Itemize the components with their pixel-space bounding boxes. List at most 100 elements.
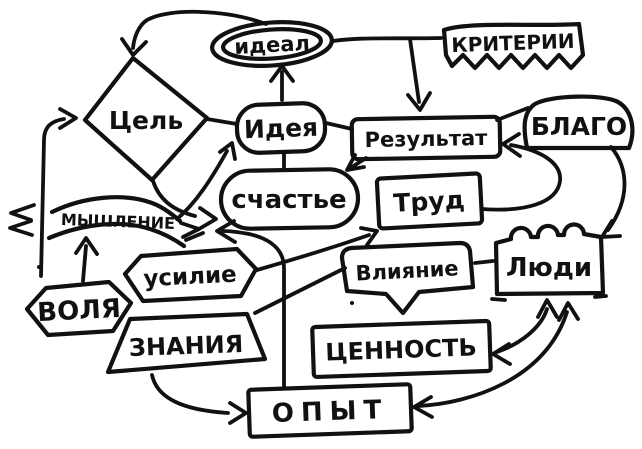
node-myshlenie-left-chevrons (8, 203, 36, 237)
node-schastye-shape (218, 167, 361, 231)
node-myshlenie-ribbon-top (49, 195, 183, 224)
edge-line (205, 117, 239, 126)
edge-myshlenie-to-ideya (175, 141, 237, 221)
edge-tsel-to-schastye (151, 179, 218, 231)
edge-line (150, 373, 230, 415)
edge-line (331, 36, 443, 43)
edge-ideya-to-rezultat (324, 121, 354, 131)
node-myshlenie-label: МЫШЛЕНИЕ (61, 210, 176, 233)
node-rezultat: Результат (349, 114, 503, 162)
edge-line (324, 121, 354, 131)
edge-line (175, 149, 229, 221)
node-myshlenie-right-chevrons (179, 221, 205, 242)
edge-arrowhead (197, 206, 218, 231)
edge-volya-to-tsel (37, 107, 78, 278)
node-ideya-label: Идея (243, 113, 318, 145)
edge-line (151, 179, 197, 218)
edge-trud-to-rezultat (480, 132, 562, 212)
edge-arrowhead (215, 219, 237, 244)
node-rezultat-shape (349, 114, 503, 162)
node-kriterii-label: КРИТЕРИИ (451, 29, 575, 57)
edge-ideal-to-tsel (120, 9, 268, 57)
edge-opyt-to-myshlenie (215, 219, 286, 388)
edge-usilie-to-trud (255, 226, 379, 272)
edge-arrowhead (406, 91, 432, 112)
edge-arrowhead (491, 342, 512, 366)
node-trud-label: Труд (393, 185, 466, 218)
edge-line (253, 266, 347, 315)
node-ideya: Идея (234, 101, 328, 155)
node-ideal: идеал (210, 20, 334, 68)
node-myshlenie: МЫШЛЕНИЕ (8, 195, 205, 249)
node-kriterii: КРИТЕРИИ (441, 21, 586, 71)
edge-line (81, 244, 88, 283)
node-tsel: Цель (82, 55, 210, 183)
edge-line (221, 229, 286, 388)
node-blago-label: БЛАГО (531, 112, 627, 141)
edge-ideya-to-ideal (269, 64, 295, 102)
node-tsennost: ЦЕННОСТЬ (310, 318, 493, 380)
edge-tsel-to-ideya (205, 117, 239, 126)
edge-arrowhead (557, 301, 580, 322)
edge-line (480, 143, 562, 212)
node-lyudi-underline-marks (490, 294, 608, 302)
edge-znaniya-to-opyt (150, 373, 248, 425)
node-schastye-label: счастье (231, 185, 346, 215)
edge-arrowhead (412, 395, 434, 419)
edge-tsennost-lyudi-double (491, 298, 559, 366)
node-ideal-outer-shape (210, 20, 334, 68)
edge-start-dot (350, 301, 354, 305)
node-usilie: усилие (122, 246, 259, 304)
edge-arrowhead (501, 132, 522, 158)
node-tsennost-shape (310, 318, 493, 380)
edge-line (131, 9, 268, 50)
node-lyudi-label: Люди (506, 253, 592, 283)
edge-arrowhead (359, 226, 379, 247)
node-opyt-shape (246, 382, 414, 439)
edge-arrowhead (536, 298, 559, 319)
node-tsel-label: Цель (109, 106, 183, 135)
node-ideal-label: идеал (234, 31, 311, 59)
node-tsel-shape (82, 55, 210, 183)
edge-volya-to-myshlenie (74, 236, 99, 283)
edge-opyt-lyudi-double (412, 301, 580, 419)
edge-arrowhead (120, 37, 148, 57)
node-ideal-inner-shape (221, 27, 323, 61)
edge-arrowhead (345, 153, 366, 172)
node-opyt-label: ОПЫТ (271, 395, 389, 429)
node-volya-label: ВОЛЯ (37, 294, 122, 328)
node-tsennost-label: ЦЕННОСТЬ (325, 333, 477, 366)
edge-line (606, 145, 627, 232)
edge-line (473, 259, 495, 265)
node-opyt: ОПЫТ (246, 382, 414, 439)
edge-arrowhead (74, 236, 99, 256)
edge-line (417, 310, 569, 408)
edge-arrowhead (218, 141, 237, 161)
node-vliyanie: Влияние (339, 240, 476, 316)
edge-line (39, 117, 66, 278)
edge-arrowhead (58, 107, 78, 130)
node-schastye: счастье (218, 167, 361, 231)
node-lyudi-shape (493, 222, 606, 297)
node-vliyanie-label: Влияние (355, 256, 459, 285)
edge-kriterii-to-rezultat (406, 37, 432, 112)
node-volya-shape (24, 279, 134, 338)
edge-ideal-to-kriterii (331, 36, 443, 43)
edge-blago-to-lyudi (600, 145, 627, 239)
node-znaniya-shape (105, 311, 268, 375)
edge-line (495, 106, 530, 122)
node-vliyanie-shape (339, 240, 476, 316)
node-rezultat-label: Результат (364, 126, 488, 152)
edge-blago-to-rezultat (495, 106, 530, 122)
node-znaniya-label: ЗНАНИЯ (128, 330, 243, 362)
edge-vliyanie-to-lyudi (350, 259, 495, 305)
node-trud-shape (374, 171, 485, 231)
edge-arrowhead (228, 401, 248, 425)
node-lyudi: Люди (490, 222, 608, 302)
node-kriterii-shape (441, 21, 586, 71)
node-usilie-shape (122, 246, 259, 304)
node-myshlenie-ribbon-bottom (46, 221, 187, 249)
node-volya: ВОЛЯ (24, 279, 134, 338)
node-ideya-shape (234, 101, 328, 155)
